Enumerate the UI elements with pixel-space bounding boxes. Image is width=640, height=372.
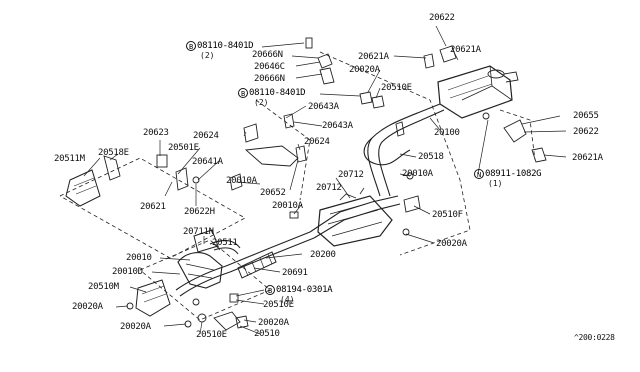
label-20621a-b: 20621A [450,45,481,55]
label-20510f: 20510F [432,210,463,220]
label-20646c: 20646C [254,62,285,72]
label-20020a-mid: 20020A [258,318,289,328]
label-20200: 20200 [310,250,336,260]
leader-lines [83,25,567,335]
center-catalyst [317,187,393,247]
label-20666n-b: 20666N [254,74,285,84]
label-20643a-a: 20643A [308,102,339,112]
label-20622-top: 20622 [429,13,455,23]
label-20100: 20100 [434,128,460,138]
label-20641a: 20641A [192,157,223,167]
bolt-b-circle-icon: B [238,88,248,98]
label-20010a-b: 20010A [402,169,433,179]
front-pipe [237,251,277,279]
exhaust-manifold [177,229,241,289]
label-20020a-left: 20020A [72,302,103,312]
nut-n-circle-icon: N [474,169,484,179]
exhaust-pipes [175,103,445,297]
label-20643a-b: 20643A [322,121,353,131]
label-20511: 20511 [212,238,238,248]
diagram-code: ^200:0228 [574,333,615,342]
label-20501e: 20501E [168,143,199,153]
label-20666n-a: 20666N [252,50,283,60]
label-20510m: 20510M [88,282,119,292]
label-20518e: 20518E [98,148,129,158]
label-20020a-top: 20020A [349,65,380,75]
label-20510: 20510 [254,329,280,339]
label-08194-qty: (4) [280,295,295,304]
label-20623: 20623 [143,128,169,138]
label-20712-b: 20712 [316,183,342,193]
label-20622-right: 20622 [573,127,599,137]
bolt-b-circle-icon: B [265,285,275,295]
label-20622h: 20622H [184,207,215,217]
label-08110-8401d-b-text: 08110-8401D [249,88,306,98]
label-20655: 20655 [573,111,599,121]
label-20652: 20652 [260,188,286,198]
label-20010d: 20010D [112,267,143,277]
bolt-b-circle-icon: B [186,41,196,51]
label-08110-8401d-a-text: 08110-8401D [197,41,254,51]
label-08110-a-qty: (2) [200,51,215,60]
label-20624-a: 20624 [193,131,219,141]
label-20621a-a: 20621A [358,52,389,62]
label-20621: 20621 [140,202,166,212]
label-20621a-c: 20621A [572,153,603,163]
label-20010a-c: 20010A [272,201,303,211]
label-20518: 20518 [418,152,444,162]
label-20510e-c: 20510E [196,330,227,340]
label-20624-b: 20624 [304,137,330,147]
label-20712-a: 20712 [338,170,364,180]
label-20711n: 20711N [183,227,214,237]
label-20691: 20691 [282,268,308,278]
label-20510e-top: 20510E [381,83,412,93]
label-08194-0301a-text: 08194-0301A [276,285,333,295]
label-20511m: 20511M [54,154,85,164]
label-08911-1082g-text: 08911-1082G [485,169,542,179]
label-08110-b-qty: (2) [254,98,269,107]
label-20510e-b: 20510E [263,300,294,310]
heat-shields [65,169,171,317]
label-20020a-right: 20020A [436,239,467,249]
label-08911-qty: (1) [488,179,503,188]
label-20010a-a: 20010A [226,176,257,186]
label-20020a-bottom: 20020A [120,322,151,332]
rear-muffler [437,65,519,119]
label-20010: 20010 [126,253,152,263]
